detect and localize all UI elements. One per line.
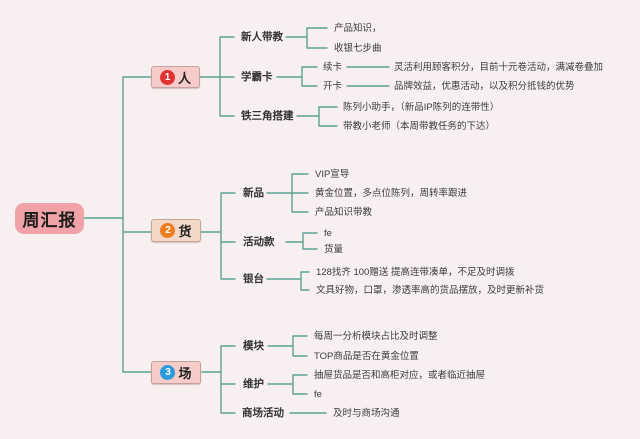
- leaf-stationery-restock: 文具好物，口罩，渗透率高的货品摆放，及时更新补货: [316, 285, 545, 296]
- leaf-stock-volume: 货量: [324, 244, 344, 255]
- leaf-training-teacher: 带教小老师（本周带教任务的下达）: [343, 121, 496, 132]
- leaf-fe-activity: fe: [324, 228, 332, 239]
- leaf-golden-position: 黄金位置，多点位陈列，周转率跟进: [315, 188, 468, 199]
- subtopic-module: 模块: [243, 340, 264, 352]
- branch-node-people: 1 人: [151, 66, 200, 88]
- leaf-weekly-module-analysis: 每周一分析模块占比及时调整: [314, 331, 438, 342]
- branch-node-scene: 3 场: [151, 361, 201, 384]
- note-open-card: 品牌效益，优惠活动，以及积分抵钱的优势: [394, 81, 575, 92]
- branch-node-goods: 2 货: [151, 219, 201, 242]
- leaf-mall-communication: 及时与商场沟通: [333, 408, 400, 419]
- leaf-display-assistant: 陈列小助手，（新品IP陈列的连带性）: [343, 102, 500, 113]
- leaf-product-knowledge-training: 产品知识带教: [315, 207, 373, 218]
- branch-label-people: 人: [177, 70, 191, 86]
- subtopic-iron-triangle: 铁三角搭建: [241, 110, 294, 122]
- branch-number-badge-2: 2: [160, 223, 176, 238]
- branch-number-badge-1: 1: [159, 69, 175, 85]
- leaf-cashier-seven-steps: 收银七步曲: [334, 43, 382, 54]
- subtopic-new-products: 新品: [243, 187, 264, 199]
- leaf-fe-maintenance: fe: [314, 389, 322, 400]
- branch-number-badge-3: 3: [160, 365, 176, 380]
- leaf-top-goods-position: TOP商品是否在黄金位置: [314, 351, 419, 362]
- node-open-card: 开卡: [323, 81, 343, 92]
- note-renew-card: 灵活利用顾客积分，目前十元卷活动，满减卷叠加: [394, 62, 604, 73]
- subtopic-new-staff-training: 新人带教: [241, 31, 283, 43]
- subtopic-cashier-counter: 银台: [243, 273, 264, 285]
- subtopic-mall-activity: 商场活动: [242, 407, 284, 419]
- leaf-bundle-upsell: 128找齐 100赠送 提高连带凑单，不足及时调拨: [316, 267, 515, 278]
- leaf-drawer-goods-match: 抽屉货品是否和高柜对应，或者临近抽屉: [314, 370, 486, 381]
- branch-label-scene: 场: [178, 366, 192, 381]
- branch-label-goods: 货: [178, 224, 192, 239]
- subtopic-maintenance: 维护: [243, 378, 264, 390]
- leaf-vip-promotion: VIP宣导: [315, 169, 350, 180]
- subtopic-activity-items: 活动款: [243, 236, 275, 248]
- leaf-product-knowledge: 产品知识，: [334, 23, 382, 34]
- root-node: 周汇报: [15, 203, 84, 234]
- subtopic-study-champion-card: 学霸卡: [241, 71, 273, 83]
- node-renew-card: 续卡: [323, 62, 343, 73]
